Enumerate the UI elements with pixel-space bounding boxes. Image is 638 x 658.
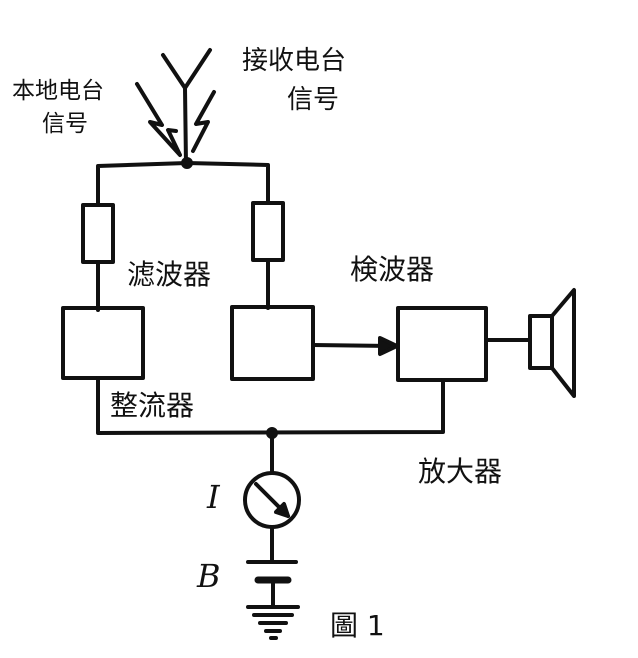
battery-icon: [246, 560, 298, 584]
local-station-label: 本地电台: [12, 78, 104, 104]
receive-station-label: 接收电台: [242, 46, 347, 76]
battery-symbol: B: [197, 557, 221, 595]
signal-wire: [185, 161, 270, 205]
rectifier-label: 整流器: [110, 389, 195, 422]
meter-icon: [243, 471, 301, 529]
filter-label: 滤波器: [127, 258, 212, 291]
figure-caption: 圖 1: [330, 609, 385, 642]
lightning-icon: [135, 82, 182, 157]
meter-symbol: I: [207, 478, 220, 516]
local-station-label: 信号: [42, 111, 88, 137]
filter-element-left: [81, 203, 115, 264]
detector-label: 検波器: [350, 253, 435, 286]
signal-wire: [96, 161, 189, 207]
lightning-icon: [191, 90, 216, 153]
detector-box: [396, 306, 488, 382]
receive-station-label: 信号: [287, 85, 340, 115]
filter-element-right: [251, 201, 285, 262]
rectifier-box: [61, 306, 145, 380]
filter-output-box: [230, 305, 315, 381]
speaker-icon: [528, 288, 576, 398]
amplifier-label: 放大器: [418, 455, 503, 488]
ground-icon: [246, 605, 300, 640]
